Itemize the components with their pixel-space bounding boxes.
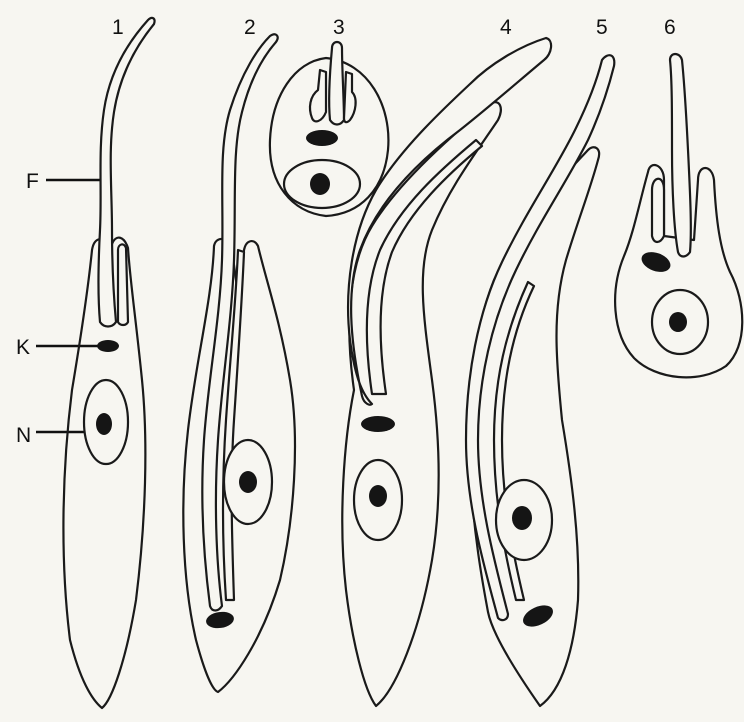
- panel-number-1: 1: [112, 16, 124, 39]
- cell-5-kinetoplast: [520, 601, 557, 631]
- panel-number-5: 5: [596, 16, 608, 39]
- cell-1-nucleolus: [96, 413, 112, 435]
- cell-3-flagellum-pocket-left: [310, 70, 326, 121]
- cell-3-kinetoplast: [306, 130, 338, 146]
- cell-5-nucleolus: [512, 506, 532, 530]
- cell-2-kinetoplast: [205, 610, 235, 630]
- cell-4: [342, 38, 551, 706]
- cell-4-kinetoplast: [361, 416, 395, 432]
- panel-number-6: 6: [664, 16, 676, 39]
- cell-4-nucleolus: [369, 485, 387, 507]
- cell-3: [270, 42, 389, 216]
- cell-3-nucleolus: [310, 173, 330, 195]
- cell-3-flagellum: [329, 42, 344, 125]
- cell-2: [183, 34, 295, 692]
- panel-number-4: 4: [500, 16, 512, 39]
- cell-6-flagellum-pocket-left: [652, 179, 664, 242]
- panel-number-2: 2: [244, 16, 256, 39]
- label-nucleus: N: [16, 424, 31, 447]
- cell-2-nucleolus: [239, 471, 257, 493]
- cell-6: [615, 54, 742, 377]
- cell-6-nucleolus: [669, 312, 687, 332]
- cell-6-kinetoplast: [639, 248, 673, 275]
- cell-1-flagellum-inner: [118, 244, 128, 325]
- label-kinetoplast: K: [16, 336, 30, 359]
- cell-6-flagellum: [670, 54, 691, 257]
- panel-number-3: 3: [333, 16, 345, 39]
- cell-5: [466, 55, 614, 706]
- cell-1-kinetoplast: [97, 340, 119, 352]
- cell-1: [63, 18, 154, 708]
- label-flagellum: F: [26, 170, 39, 193]
- cell-3-flagellum-pocket-right: [344, 72, 356, 122]
